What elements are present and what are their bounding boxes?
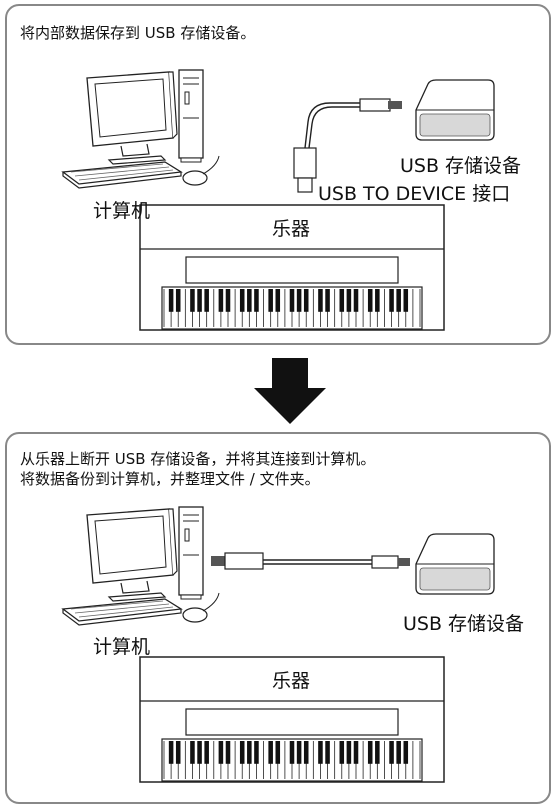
computer-label: 计算机 [93, 636, 151, 658]
usb-drive-icon [415, 79, 495, 141]
step2-instruction-line1: 从乐器上断开 USB 存储设备，并将其连接到计算机。 [20, 450, 376, 468]
usb-device-label: USB 存储设备 [400, 155, 522, 177]
down-arrow-icon [254, 358, 326, 424]
usb-device-label: USB 存储设备 [403, 613, 525, 635]
computer-icon [62, 506, 220, 626]
usb-drive-icon [415, 533, 495, 595]
instrument-label: 乐器 [272, 670, 311, 692]
computer-icon [62, 69, 220, 189]
step1-instruction: 将内部数据保存到 USB 存储设备。 [20, 24, 256, 42]
port-label: USB TO DEVICE 接口 [318, 183, 511, 205]
computer-label: 计算机 [93, 200, 151, 222]
instrument-label: 乐器 [272, 218, 311, 240]
step2-instruction-line2: 将数据备份到计算机，并整理文件 / 文件夹。 [20, 470, 320, 488]
